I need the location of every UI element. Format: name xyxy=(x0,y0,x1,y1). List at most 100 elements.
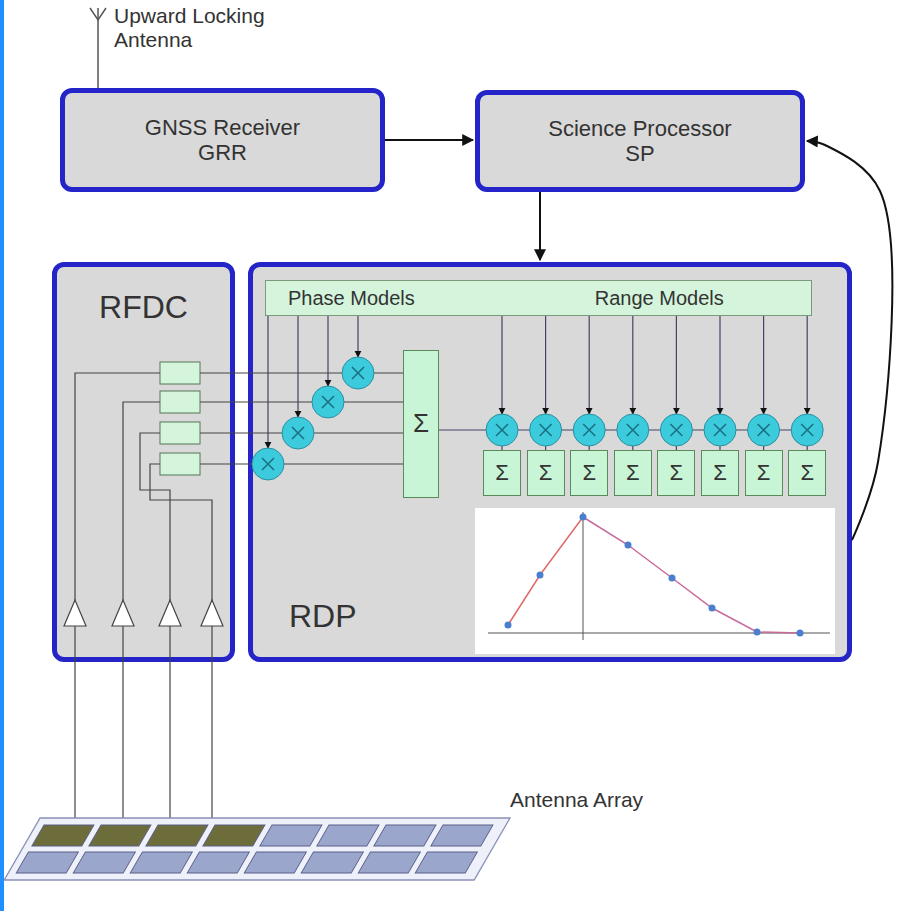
wire xyxy=(501,446,502,450)
wire xyxy=(763,316,764,414)
multiplier-cross xyxy=(322,396,334,408)
array-element xyxy=(73,852,135,873)
multiplier-cross xyxy=(262,458,274,470)
sum-box: Σ xyxy=(745,450,783,496)
multiplier-cross xyxy=(670,424,682,436)
multiplier-symbol xyxy=(282,417,314,449)
node-label: Science Processor SP xyxy=(538,116,743,167)
array-element xyxy=(32,825,94,846)
sum-box: Σ xyxy=(570,450,608,496)
multiplier-circle xyxy=(342,357,374,389)
multiplier-symbol xyxy=(791,414,823,446)
multiplier-symbol xyxy=(312,386,344,418)
wire xyxy=(545,316,546,414)
node-label: Σ xyxy=(626,460,640,485)
multiplier-cross xyxy=(627,424,639,436)
array-element xyxy=(317,825,379,846)
plot-point xyxy=(754,629,761,636)
amplifier-symbol xyxy=(159,600,181,626)
wire xyxy=(150,464,212,830)
array-label: Antenna Array xyxy=(510,788,643,812)
node-label: Σ xyxy=(800,460,814,485)
channel-box xyxy=(160,453,200,475)
correlation-plot xyxy=(475,508,835,654)
array-element xyxy=(16,852,78,873)
array-element xyxy=(130,852,192,873)
antenna-array xyxy=(4,818,510,880)
array-element xyxy=(203,825,265,846)
wire xyxy=(357,316,358,357)
multiplier-circle xyxy=(660,414,692,446)
plot-point xyxy=(537,572,544,579)
plot-curve-fall xyxy=(583,517,800,633)
rdp-box: RDPPhase ModelsRange ModelsΣΣΣΣΣΣΣΣΣ xyxy=(248,262,852,662)
wire xyxy=(807,316,808,414)
array-element xyxy=(89,825,151,846)
wire xyxy=(327,316,328,386)
wire xyxy=(200,463,403,464)
array-element xyxy=(415,852,477,873)
sum-box: Σ xyxy=(483,450,521,496)
antenna-head xyxy=(90,8,106,20)
plot-point xyxy=(625,542,632,549)
wire xyxy=(719,446,720,450)
multiplier-cross xyxy=(758,424,770,436)
multiplier-circle xyxy=(617,414,649,446)
amplifiers xyxy=(64,600,223,626)
amplifier-symbol xyxy=(112,600,134,626)
multiplier-symbol xyxy=(704,414,736,446)
connector-arrow xyxy=(385,139,473,141)
wire xyxy=(267,316,268,448)
block-heading: RFDC xyxy=(57,289,230,326)
multiplier-cross xyxy=(292,427,304,439)
node-label: Σ xyxy=(713,460,727,485)
wire xyxy=(140,433,170,830)
rfdc-channels xyxy=(160,362,200,475)
wire xyxy=(439,429,807,430)
plot-panel xyxy=(475,508,835,654)
wire xyxy=(589,446,590,450)
wire xyxy=(200,372,403,373)
multiplier-circle xyxy=(252,448,284,480)
wire xyxy=(200,432,403,433)
multiplier-symbol xyxy=(252,448,284,480)
wire xyxy=(763,446,764,450)
sum-box: Σ xyxy=(403,350,439,498)
node-label: Σ xyxy=(670,460,684,485)
node-label: Σ xyxy=(582,460,596,485)
rfdc-box: RFDC xyxy=(52,262,235,662)
multiplier-symbol xyxy=(660,414,692,446)
wire xyxy=(632,316,633,414)
plot-point xyxy=(505,622,512,629)
wire xyxy=(545,446,546,450)
multiplier-symbol xyxy=(342,357,374,389)
multiplier-circle xyxy=(282,417,314,449)
multipliers xyxy=(252,316,823,480)
plot-point xyxy=(580,514,587,521)
wire xyxy=(807,446,808,450)
array-element xyxy=(301,852,363,873)
multiplier-symbol xyxy=(486,414,518,446)
plot-axis xyxy=(488,633,830,634)
wire xyxy=(719,316,720,414)
multiplier-symbol xyxy=(573,414,605,446)
multiplier-circle xyxy=(486,414,518,446)
array-element xyxy=(187,852,249,873)
plot-curve-rise xyxy=(508,517,583,625)
amplifier-symbol xyxy=(64,600,86,626)
multiplier-cross xyxy=(714,424,726,436)
channel-box xyxy=(160,422,200,444)
sum-box: Σ xyxy=(788,450,826,496)
node-label: Σ xyxy=(413,409,429,439)
amplifier-symbol xyxy=(201,600,223,626)
node-label: Σ xyxy=(495,460,509,485)
multiplier-circle xyxy=(573,414,605,446)
wire xyxy=(676,316,677,414)
band-label: Phase Models xyxy=(288,287,415,310)
multiplier-cross xyxy=(352,367,364,379)
multiplier-circle xyxy=(791,414,823,446)
connector-arrow xyxy=(807,141,892,540)
wire xyxy=(123,402,160,830)
multiplier-circle xyxy=(312,386,344,418)
